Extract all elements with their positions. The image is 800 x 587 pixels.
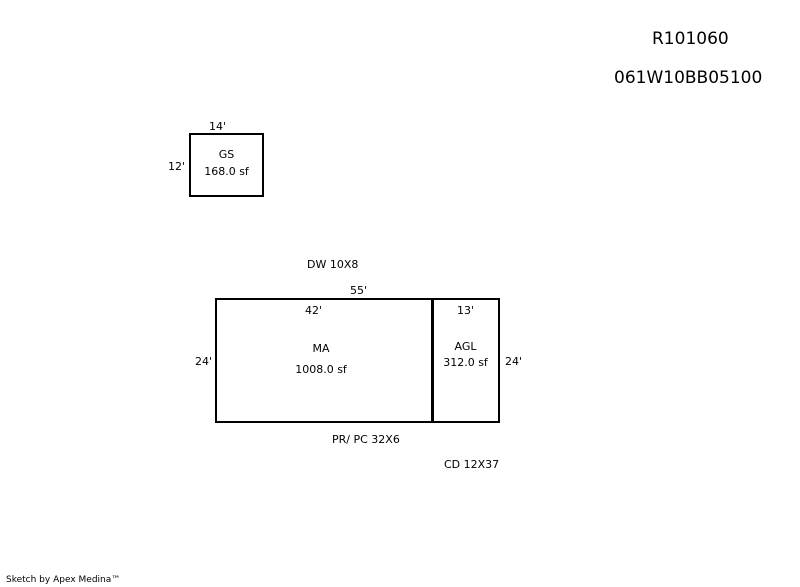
agl-area-label: AGL (454, 340, 477, 353)
gs-area-box (189, 133, 264, 197)
overall-width-dim: 55' (350, 284, 368, 297)
dw-annotation: DW 10X8 (307, 258, 359, 271)
sketch-credit: Sketch by Apex Medina™ (6, 575, 121, 585)
ma-area-label: MA (312, 342, 330, 355)
ma-width-dim: 42' (305, 304, 323, 317)
agl-area-size: 312.0 sf (443, 356, 488, 369)
ma-area-box (215, 298, 434, 423)
gs-height-dim: 12' (168, 160, 186, 173)
record-id: R101060 (652, 29, 729, 49)
ma-area-size: 1008.0 sf (295, 363, 347, 376)
gs-area-size: 168.0 sf (204, 165, 249, 178)
gs-area-label: GS (218, 148, 235, 161)
cd-annotation: CD 12X37 (444, 458, 500, 471)
gs-width-dim: 14' (209, 120, 227, 133)
agl-height-dim: 24' (505, 355, 523, 368)
agl-area-box (431, 298, 500, 423)
parcel-number: 061W10BB05100 (614, 68, 763, 88)
agl-width-dim: 13' (456, 304, 475, 317)
ma-height-dim: 24' (195, 355, 213, 368)
pr-pc-annotation: PR/ PC 32X6 (332, 433, 400, 446)
